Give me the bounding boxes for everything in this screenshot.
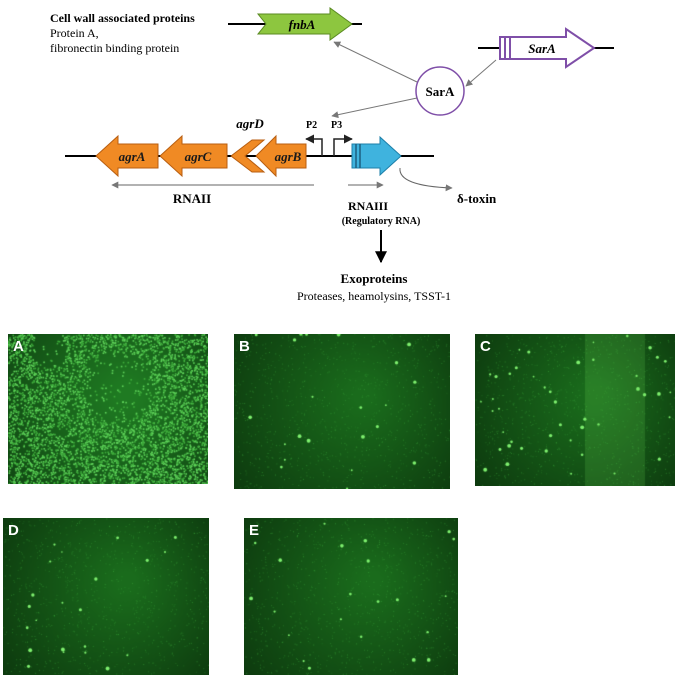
panel-c-image — [475, 334, 675, 486]
panel-e-letter: E — [249, 522, 260, 539]
panel-e-image — [244, 518, 458, 675]
panel-a: A — [8, 334, 208, 484]
panel-b-image — [234, 334, 450, 489]
agrB-gene-arrow — [255, 134, 307, 178]
cell-wall-title: Cell wall associated proteins — [50, 11, 195, 25]
fnbA-label: fnbA — [289, 17, 316, 32]
sarA-protein-label: SarA — [426, 84, 456, 99]
p3-label: P3 — [331, 120, 342, 131]
sarA-gene-to-protein-arrow — [465, 59, 497, 87]
sarA-gene-label: SarA — [528, 41, 556, 56]
sarA-to-agr-arrow — [331, 97, 418, 119]
panel-d: D — [3, 518, 209, 675]
agrD-label: agrD — [236, 116, 264, 131]
rnaIII-label: RNAIII — [348, 199, 388, 213]
agrD-gene-arrow — [230, 139, 266, 173]
panel-c: C — [475, 334, 675, 486]
panel-c-letter: C — [480, 338, 491, 355]
rnaII-label: RNAII — [173, 191, 211, 206]
panel-d-letter: D — [8, 522, 19, 539]
delta-toxin-label: δ-toxin — [457, 191, 497, 206]
agrB-label: agrB — [275, 149, 302, 164]
panel-a-image — [8, 334, 208, 484]
panel-d-image — [3, 518, 209, 675]
agrC-gene-arrow — [159, 134, 228, 178]
panel-b-letter: B — [239, 338, 250, 355]
regulation-diagram: Cell wall associated proteins Protein A,… — [50, 7, 614, 303]
fnbA-gene-arrow — [256, 7, 353, 41]
agrA-gene-arrow — [95, 134, 159, 178]
panel-b: B — [234, 334, 450, 489]
rnaIII-sublabel: (Regulatory RNA) — [342, 216, 421, 227]
p3-promoter-arrow — [333, 134, 353, 156]
agrC-label: agrC — [185, 149, 212, 164]
panel-a-letter: A — [13, 338, 24, 355]
delta-toxin-arrow — [399, 167, 453, 192]
exoproteins-detail: Proteases, heamolysins, TSST-1 — [297, 289, 451, 303]
panel-e: E — [244, 518, 458, 675]
sarA-to-fnbA-arrow — [333, 41, 418, 83]
p2-label: P2 — [306, 120, 317, 131]
cell-wall-line2: fibronectin binding protein — [50, 41, 179, 55]
agrA-label: agrA — [119, 149, 146, 164]
p2-promoter-arrow — [305, 134, 323, 156]
exoproteins-label: Exoproteins — [341, 271, 408, 286]
cell-wall-line1: Protein A, — [50, 26, 99, 40]
sarA-protein-circle — [415, 66, 465, 116]
